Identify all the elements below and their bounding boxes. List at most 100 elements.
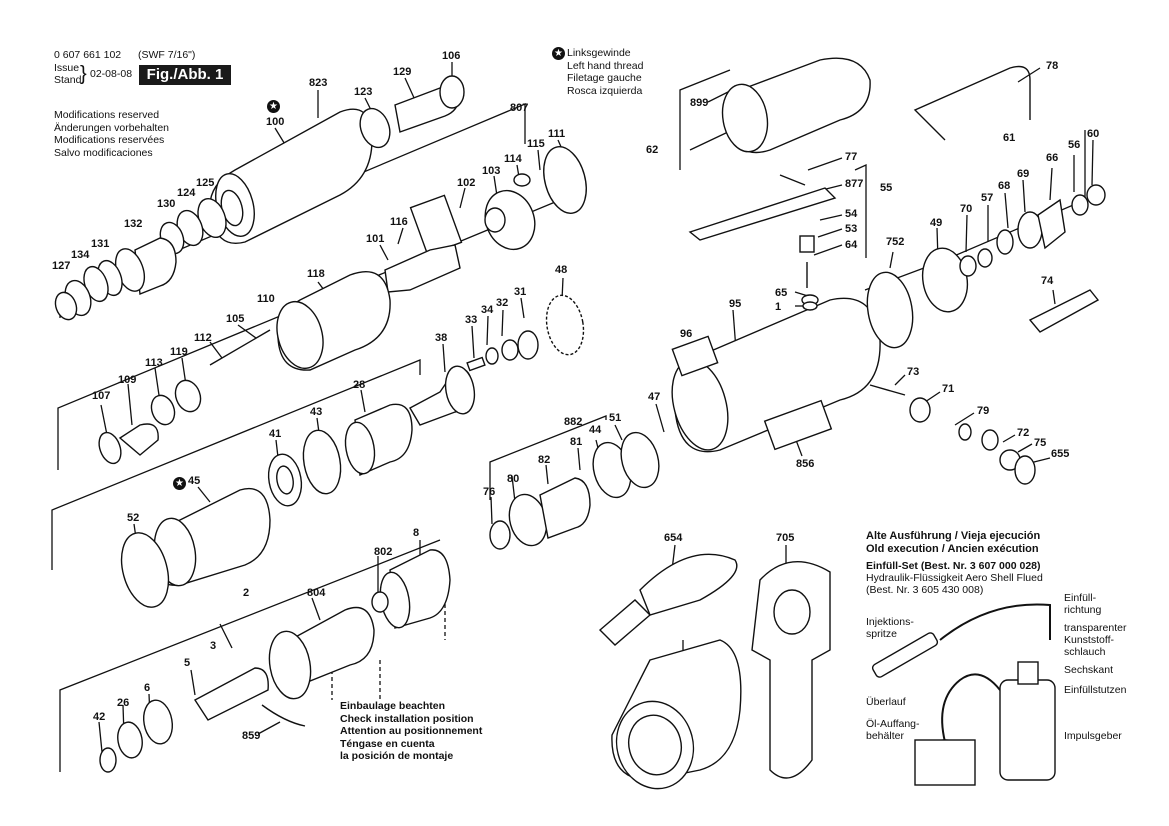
installation-line: Téngase en cuenta — [340, 737, 435, 750]
installation-line: Einbaulage beachten — [340, 700, 446, 712]
part-callout: 60 — [1087, 128, 1100, 140]
part-callout: 70 — [960, 203, 973, 215]
modifications-line: Änderungen vorbehalten — [54, 121, 170, 134]
old-execution-title-1: Alte Ausführung / Vieja ejecución — [866, 530, 1041, 542]
part-callout: 823 — [309, 77, 328, 89]
label-schlauch-3: schlauch — [1064, 646, 1106, 658]
part-callout: 34 — [481, 304, 494, 316]
issue-label: Issue — [54, 62, 80, 74]
label-behalter-2: behälter — [866, 730, 904, 742]
brace: } — [80, 63, 87, 85]
modifications-line: Modifications reserved — [54, 109, 160, 121]
part-callout: 129 — [393, 66, 412, 78]
part-callout: 75 — [1034, 437, 1047, 449]
part-callout: 111 — [548, 128, 566, 140]
part-callout: 802 — [374, 546, 393, 558]
part-callout: 132 — [124, 218, 143, 230]
label-impulsgeber: Impulsgeber — [1064, 730, 1122, 742]
part-callout: 71 — [942, 383, 955, 395]
label-einfull-2: richtung — [1064, 604, 1102, 616]
thread-legend: Linksgewinde Left hand thread Filetage g… — [567, 47, 643, 97]
group-outline-882 — [489, 415, 607, 500]
part-callout: 654 — [664, 532, 683, 544]
group-outline-899 — [679, 69, 731, 170]
part-callout: 114 — [504, 153, 522, 165]
part-callout: 74 — [1041, 275, 1054, 287]
part-callout: 8 — [413, 527, 420, 539]
part-callout: 55 — [880, 182, 893, 194]
fluid-line: Hydraulik-Flüssigkeit Aero Shell Flued — [866, 572, 1043, 584]
group-outline-856 — [864, 130, 1086, 291]
part-callout: 54 — [845, 208, 858, 220]
part-callout: 110 — [257, 293, 275, 305]
part-callout: 61 — [1003, 132, 1016, 144]
part-callout: 51 — [609, 412, 622, 424]
group-outline-877 — [854, 163, 867, 258]
part-callout: 41 — [269, 428, 282, 440]
part-callout: 6 — [144, 682, 151, 694]
group-outline-fourth — [59, 539, 441, 772]
part-callout: 77 — [845, 151, 858, 163]
part-callout: 68 — [998, 180, 1011, 192]
part-callout: 112 — [194, 332, 212, 344]
part-callout: 69 — [1017, 168, 1030, 180]
label-stutzen: Einfüllstutzen — [1064, 684, 1127, 696]
part-number: 0 607 661 102 — [54, 49, 122, 61]
figure-label: Fig./Abb. 1 — [139, 65, 231, 85]
part-callout: 134 — [71, 249, 90, 261]
part-callout: 2 — [243, 587, 250, 599]
part-callout: 5 — [184, 657, 191, 669]
fluid-order-line: (Best. Nr. 3 605 430 008) — [866, 584, 984, 596]
part-callout: 72 — [1017, 427, 1030, 439]
model: (SWF 7/16") — [138, 49, 196, 61]
part-callout: 73 — [907, 366, 920, 378]
part-callout: 102 — [457, 177, 476, 189]
part-callout: 82 — [538, 454, 551, 466]
part-callout: 856 — [796, 458, 815, 470]
part-callout: 118 — [307, 268, 325, 280]
parts-sketches — [54, 57, 1106, 790]
label-behalter-1: Öl-Auffang- — [866, 718, 920, 730]
part-callout: 113 — [145, 357, 163, 369]
part-callout: 101 — [366, 233, 385, 245]
old-execution-title-2: Old execution / Ancien exécution — [866, 543, 1039, 555]
part-callout: 33 — [465, 314, 478, 326]
part-callout: 103 — [482, 165, 501, 177]
part-callout: 95 — [729, 298, 742, 310]
part-callout: 80 — [507, 473, 520, 485]
installation-note: Einbaulage beachten Check installation p… — [340, 700, 482, 763]
part-callout: 79 — [977, 405, 990, 417]
part-callout: 66 — [1046, 152, 1059, 164]
part-callout: 899 — [690, 97, 709, 109]
part-callout: 38 — [435, 332, 448, 344]
part-callout: 109 — [118, 374, 137, 386]
part-callout: 124 — [177, 187, 196, 199]
installation-line: la posición de montaje — [340, 750, 454, 762]
part-callout: 45 — [188, 475, 201, 487]
part-callout: 859 — [242, 730, 261, 742]
modifications-note: Modifications reserved Änderungen vorbeh… — [54, 109, 169, 159]
part-callout: 105 — [226, 313, 245, 325]
thread-line: Rosca izquierda — [567, 84, 643, 97]
part-callout: 96 — [680, 328, 693, 340]
part-callout: 107 — [92, 390, 111, 402]
part-callout: 1 — [775, 301, 782, 313]
group-outline-third — [51, 359, 421, 570]
part-callout: 53 — [845, 223, 858, 235]
part-callout: 49 — [930, 217, 943, 229]
part-callout: 43 — [310, 406, 323, 418]
modifications-line: Modifications reservées — [54, 134, 165, 146]
part-callout: 804 — [307, 587, 326, 599]
part-callout: 57 — [981, 192, 994, 204]
part-callout: 115 — [527, 138, 545, 150]
part-callout: 56 — [1068, 139, 1081, 151]
modifications-line: Salvo modificaciones — [54, 146, 153, 159]
thread-line: Left hand thread — [567, 59, 644, 72]
stand-label: Stand — [54, 74, 82, 86]
part-callout: 78 — [1046, 60, 1059, 72]
installation-line: Check installation position — [340, 712, 474, 725]
part-callout: 100 — [266, 116, 285, 128]
part-callout: 882 — [564, 416, 583, 428]
